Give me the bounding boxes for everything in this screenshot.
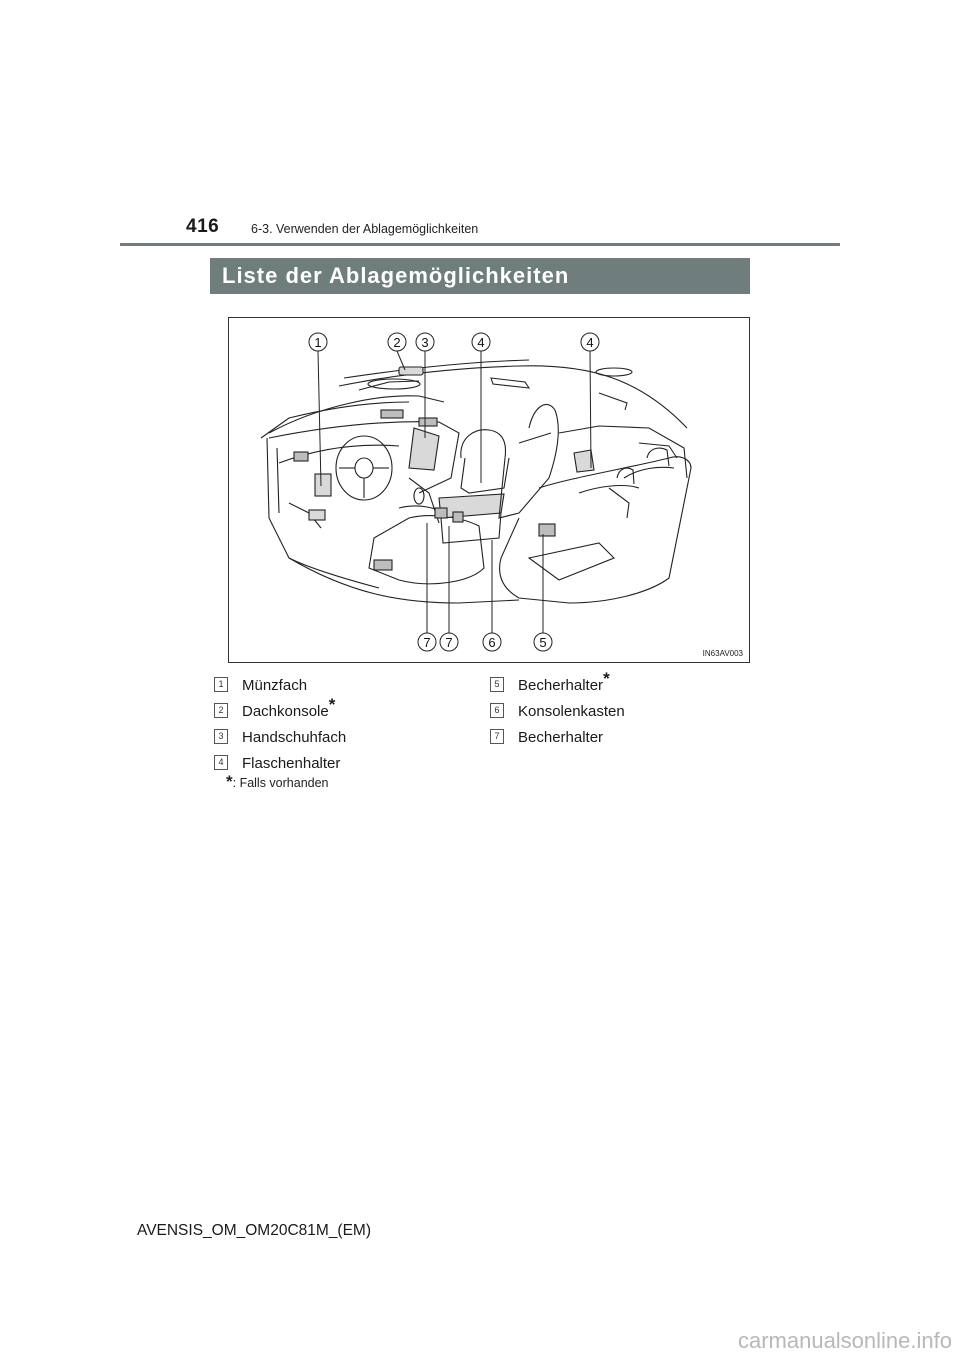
page-number: 416	[186, 216, 220, 237]
callout-4a: 4	[471, 332, 491, 352]
callout-7b: 7	[439, 632, 459, 652]
car-interior-illustration: 1 2 3 4 4 7 7 6	[260, 332, 692, 652]
legend-label: Handschuhfach	[242, 729, 347, 746]
svg-text:4: 4	[586, 335, 593, 350]
watermark: carmanualsonline.info	[737, 1328, 952, 1353]
legend-label: Becherhalter	[518, 729, 604, 746]
svg-text:6: 6	[488, 635, 495, 650]
optional-marker: *	[603, 669, 610, 688]
svg-text:2: 2	[393, 335, 400, 350]
legend-label: Flaschenhalter	[242, 755, 341, 772]
header-rule	[120, 243, 840, 246]
legend-number: 3	[214, 729, 228, 744]
svg-text:7: 7	[445, 635, 452, 650]
legend-number: 2	[214, 703, 228, 718]
callout-6: 6	[482, 632, 502, 652]
legend-number: 6	[490, 703, 504, 718]
callout-1: 1	[308, 332, 328, 352]
callout-5: 5	[533, 632, 553, 652]
storage-overview-figure: 1 2 3 4 4 7 7 6	[228, 317, 750, 663]
callout-7a: 7	[417, 632, 437, 652]
svg-text:3: 3	[421, 335, 428, 350]
legend-number: 5	[490, 677, 504, 692]
footnote-text: : Falls vorhanden	[232, 776, 329, 790]
legend-number: 7	[490, 729, 504, 744]
svg-text:5: 5	[539, 635, 546, 650]
callout-4b: 4	[580, 332, 600, 352]
callout-3: 3	[415, 332, 435, 352]
svg-text:1: 1	[314, 335, 321, 350]
figure-code: IN63AV003	[702, 649, 743, 658]
footnote: *: Falls vorhanden	[226, 772, 329, 792]
legend-label: Becherhalter	[518, 677, 604, 694]
svg-text:4: 4	[477, 335, 484, 350]
callout-2: 2	[387, 332, 407, 352]
footer-code: AVENSIS_OM_OM20C81M_(EM)	[137, 1222, 371, 1239]
callout-leaders	[317, 350, 592, 642]
legend-number: 1	[214, 677, 228, 692]
section-title: 6-3. Verwenden der Ablagemöglichkeiten	[251, 222, 479, 236]
svg-text:7: 7	[423, 635, 430, 650]
legend-label: Münzfach	[242, 677, 308, 694]
legend-label: Konsolenkasten	[518, 703, 625, 720]
legend-number: 4	[214, 755, 228, 770]
section-heading: Liste der Ablagemöglichkeiten	[210, 258, 750, 294]
car-interior-drawing	[260, 359, 692, 604]
legend-label: Dachkonsole	[242, 703, 329, 720]
optional-marker: *	[328, 695, 336, 714]
footnote-marker: *	[226, 772, 233, 791]
